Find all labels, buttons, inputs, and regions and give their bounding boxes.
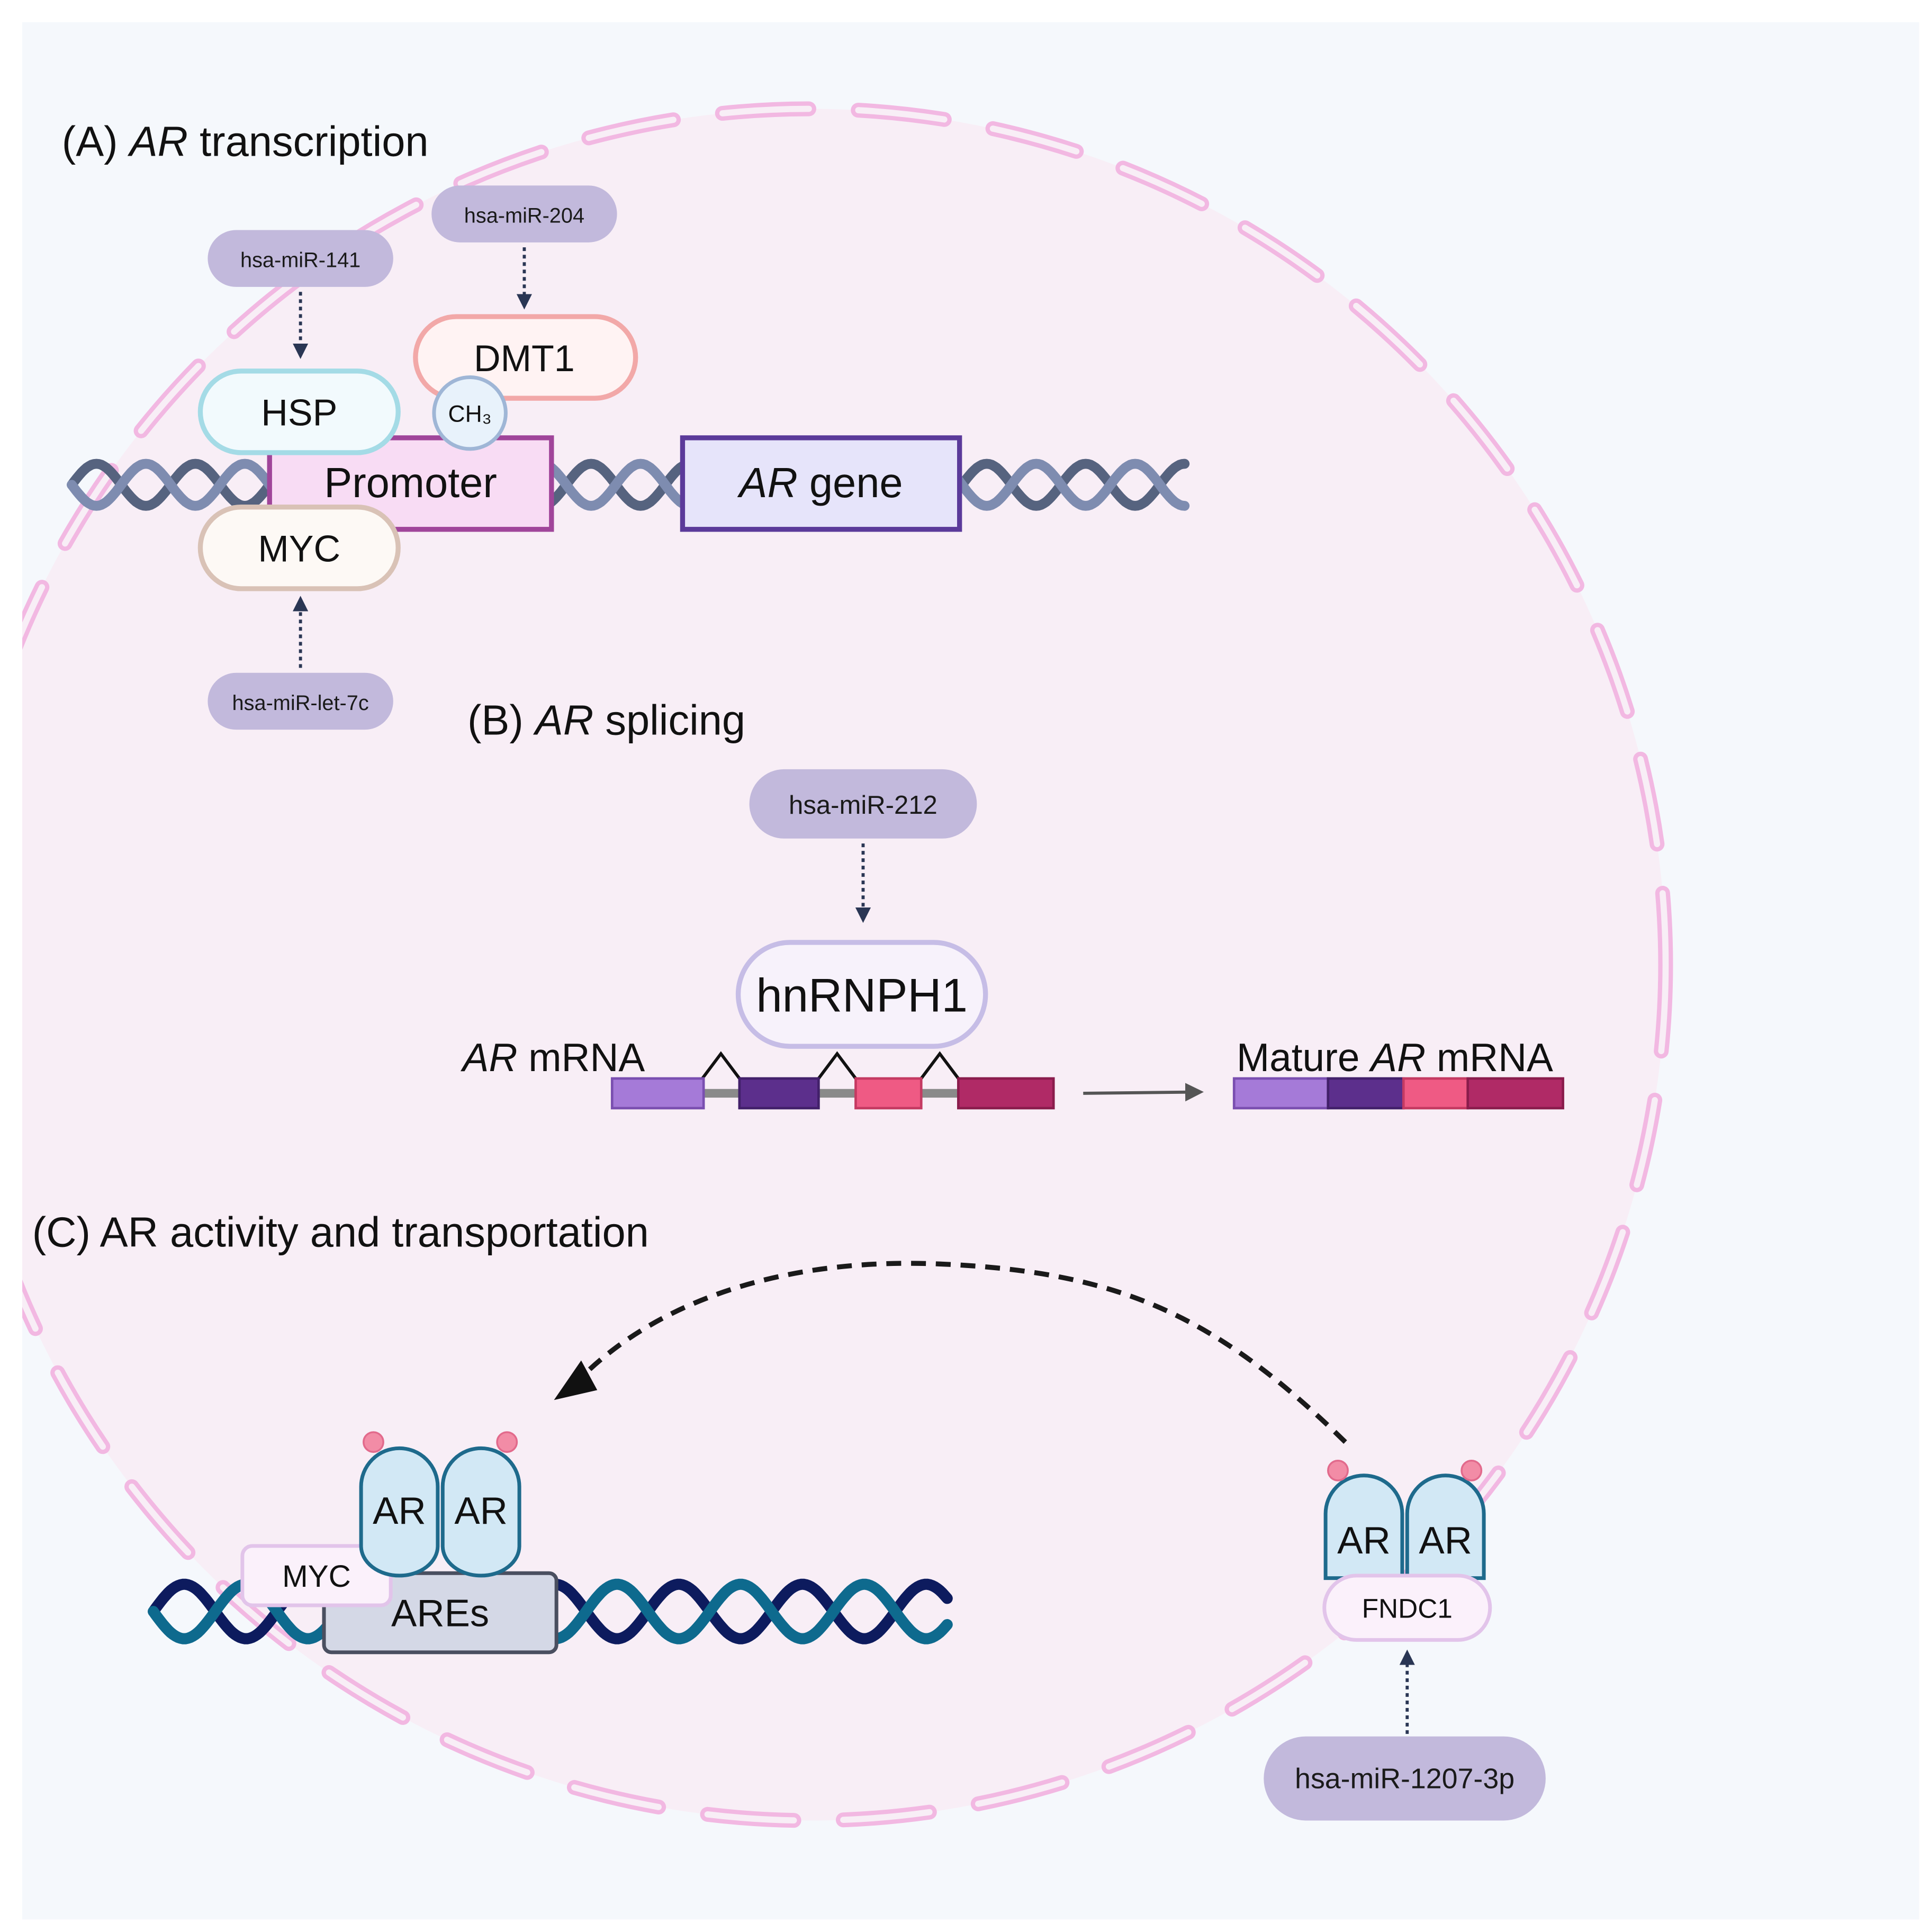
mirna-141-label: hsa-miR-141 bbox=[240, 249, 360, 272]
exon-3 bbox=[854, 1077, 923, 1110]
promoter-label: Promoter bbox=[324, 459, 497, 506]
ar-left-2-label: AR bbox=[454, 1489, 508, 1532]
ar-monomer-left-1 bbox=[359, 1446, 440, 1578]
hsp-label: HSP bbox=[261, 392, 337, 434]
myc-c-label: MYC bbox=[282, 1559, 351, 1594]
nuclear-envelope-inner bbox=[22, 106, 1669, 1823]
ar-monomer-left-2 bbox=[440, 1446, 521, 1578]
transport-arrowhead bbox=[554, 1360, 598, 1400]
fndc1-protein bbox=[1322, 1574, 1492, 1642]
mature-exon-4 bbox=[1466, 1077, 1564, 1110]
methyl-group bbox=[432, 375, 508, 451]
mirna-204-pill bbox=[431, 185, 617, 242]
section-a-title: (A) AR transcription bbox=[62, 118, 429, 165]
mirna-212-label: hsa-miR-212 bbox=[789, 791, 938, 820]
mature-exon-1 bbox=[1232, 1077, 1330, 1110]
nuclear-transport-arrow bbox=[572, 1261, 1347, 1444]
splice-junction-2 bbox=[817, 1051, 857, 1080]
splicing-arrow bbox=[1083, 1083, 1204, 1102]
dna-strand-front bbox=[67, 459, 1190, 511]
section-c-title: (C) AR activity and transportation bbox=[32, 1209, 649, 1256]
exon-2 bbox=[738, 1077, 820, 1110]
myc-label: MYC bbox=[258, 528, 340, 569]
mirna-212-pill bbox=[749, 769, 977, 839]
ar-left-1-label: AR bbox=[373, 1489, 426, 1532]
mirna-204-label: hsa-miR-204 bbox=[464, 204, 584, 227]
ar-monomer-right-1 bbox=[1323, 1473, 1404, 1580]
phospho-right-1 bbox=[1327, 1459, 1349, 1481]
ares-label: AREs bbox=[391, 1592, 489, 1635]
mirna-141-pill bbox=[208, 230, 393, 287]
ar-gene-box bbox=[680, 435, 962, 532]
ar-premrna-label: AR mRNA bbox=[461, 1035, 645, 1080]
mature-mrna-label: Mature AR mRNA bbox=[1237, 1035, 1553, 1080]
ar-monomer-right-2 bbox=[1405, 1473, 1486, 1580]
dmt1-label: DMT1 bbox=[474, 338, 575, 379]
ar-right-1-label: AR bbox=[1337, 1519, 1391, 1562]
hnrnph1-label: hnRNPH1 bbox=[756, 969, 968, 1022]
phospho-left-2 bbox=[496, 1431, 518, 1453]
phospho-right-2 bbox=[1461, 1459, 1483, 1481]
mirna-let7c-label: hsa-miR-let-7c bbox=[232, 691, 369, 715]
mirna-let7c-pill bbox=[208, 672, 393, 730]
mirna-1207-pill bbox=[1264, 1736, 1546, 1821]
hnrnph1-protein bbox=[735, 940, 988, 1049]
methyl-label: CH₃ bbox=[448, 401, 492, 427]
ar-right-2-label: AR bbox=[1419, 1519, 1472, 1562]
section-b-title: (B) AR splicing bbox=[467, 697, 745, 744]
mature-exon-3 bbox=[1402, 1077, 1470, 1110]
dna-helix-transcription bbox=[67, 459, 1190, 511]
exon-4 bbox=[957, 1077, 1055, 1110]
hsp-protein bbox=[197, 369, 401, 455]
phospho-left-1 bbox=[363, 1431, 384, 1453]
splice-junction-1 bbox=[701, 1051, 741, 1080]
exon-1 bbox=[610, 1077, 705, 1110]
ar-gene-label: AR gene bbox=[737, 459, 903, 506]
myc-protein bbox=[197, 505, 401, 591]
dna-strand-back bbox=[67, 459, 1190, 511]
fndc1-label: FNDC1 bbox=[1362, 1593, 1453, 1623]
mature-exon-2 bbox=[1327, 1077, 1405, 1110]
splice-junction-3 bbox=[920, 1051, 960, 1080]
mirna-1207-label: hsa-miR-1207-3p bbox=[1295, 1763, 1515, 1795]
